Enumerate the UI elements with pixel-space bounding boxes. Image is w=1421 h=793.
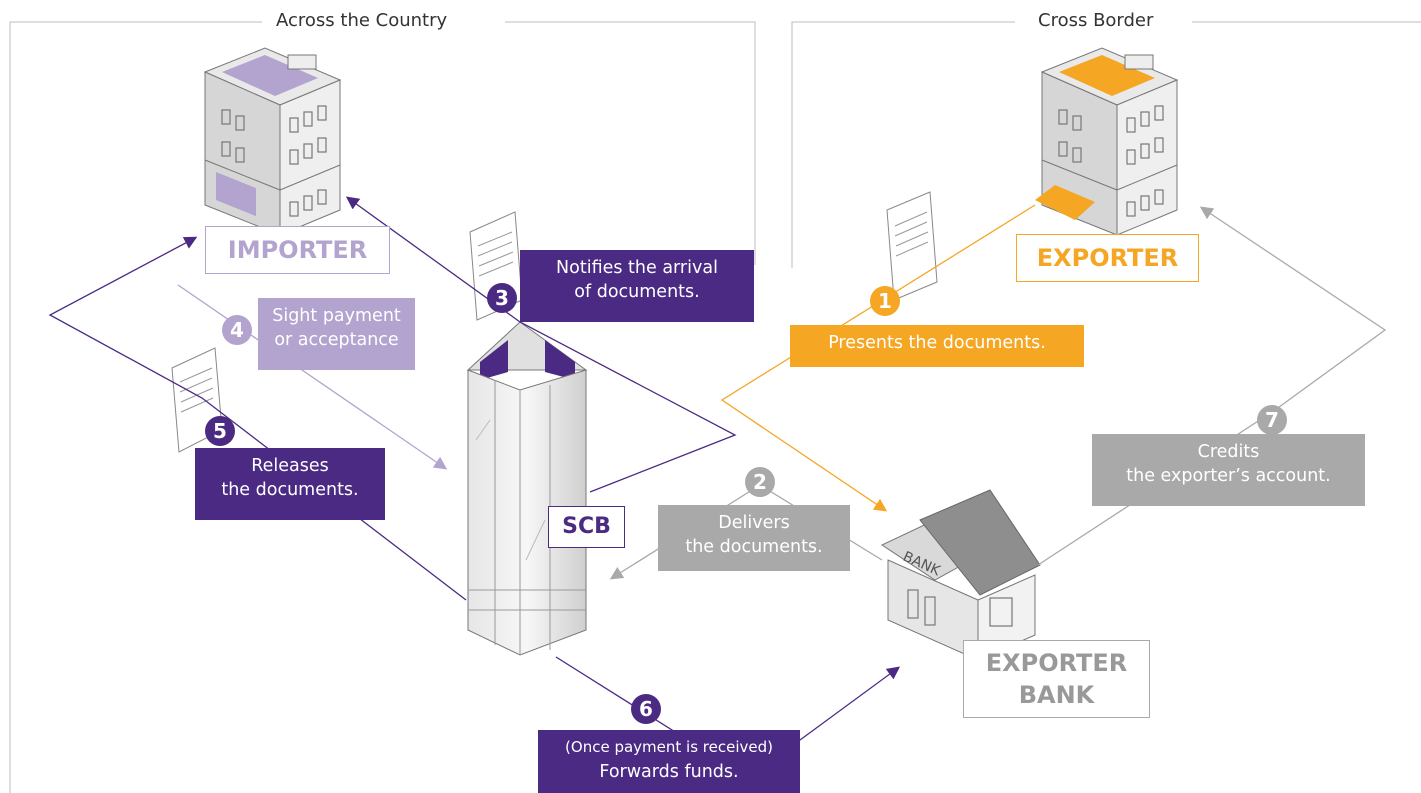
step-7-box: Credits the exporter’s account. [1092,434,1365,506]
step-2-number: 2 [745,467,775,497]
step-6-text-line1: (Once payment is received) [565,738,773,756]
exporter-bank-label: EXPORTER BANK [963,640,1150,718]
exporter-building-illustration [1035,47,1179,236]
step-4-text-line1: Sight payment [272,306,401,326]
step-7-number: 7 [1257,405,1287,435]
scb-tower-illustration [466,321,588,656]
step-7-text-line2: the exporter’s account. [1126,466,1331,486]
step-1-box: Presents the documents. [790,325,1084,367]
step-7-text-line1: Credits [1197,442,1260,462]
exporter-bank-label-line1: EXPORTER [985,649,1128,677]
step-3-number: 3 [487,283,517,313]
step-4-number: 4 [222,315,252,345]
exporter-label: EXPORTER [1016,234,1199,282]
region-frame-right [791,21,1421,268]
step-5-number: 5 [205,416,235,446]
exporter-bank-illustration [880,489,1041,661]
step-4-text-line2: or acceptance [274,330,399,350]
step-3-text-line2: of documents. [574,282,700,302]
step-6-box: (Once payment is received) Forwards fund… [538,730,800,793]
step-2-text-line2: the documents. [685,537,823,557]
step-2-text-line1: Delivers [718,513,790,533]
step-5-text-line2: the documents. [221,480,359,500]
step-6-number: 6 [631,694,661,724]
scb-label: SCB [548,506,625,548]
step-6-text-line2: Forwards funds. [599,762,739,782]
exporter-bank-label-line2: BANK [1018,681,1095,709]
step-3-box: Notifies the arrival of documents. [520,250,754,322]
region-frame-left [9,21,756,793]
document-icons [171,191,938,453]
importer-building-illustration [203,47,342,236]
importer-label: IMPORTER [205,226,390,274]
step-2-box: Delivers the documents. [658,505,850,571]
region-title-right: Cross Border [1028,10,1164,31]
step-3-text-line1: Notifies the arrival [556,258,718,278]
step-5-box: Releases the documents. [195,448,385,520]
step-1-number: 1 [870,286,900,316]
step-1-text: Presents the documents. [828,333,1046,353]
step-5-text-line1: Releases [251,456,329,476]
step-4-box: Sight payment or acceptance [258,298,415,370]
region-title-left: Across the Country [266,10,458,31]
